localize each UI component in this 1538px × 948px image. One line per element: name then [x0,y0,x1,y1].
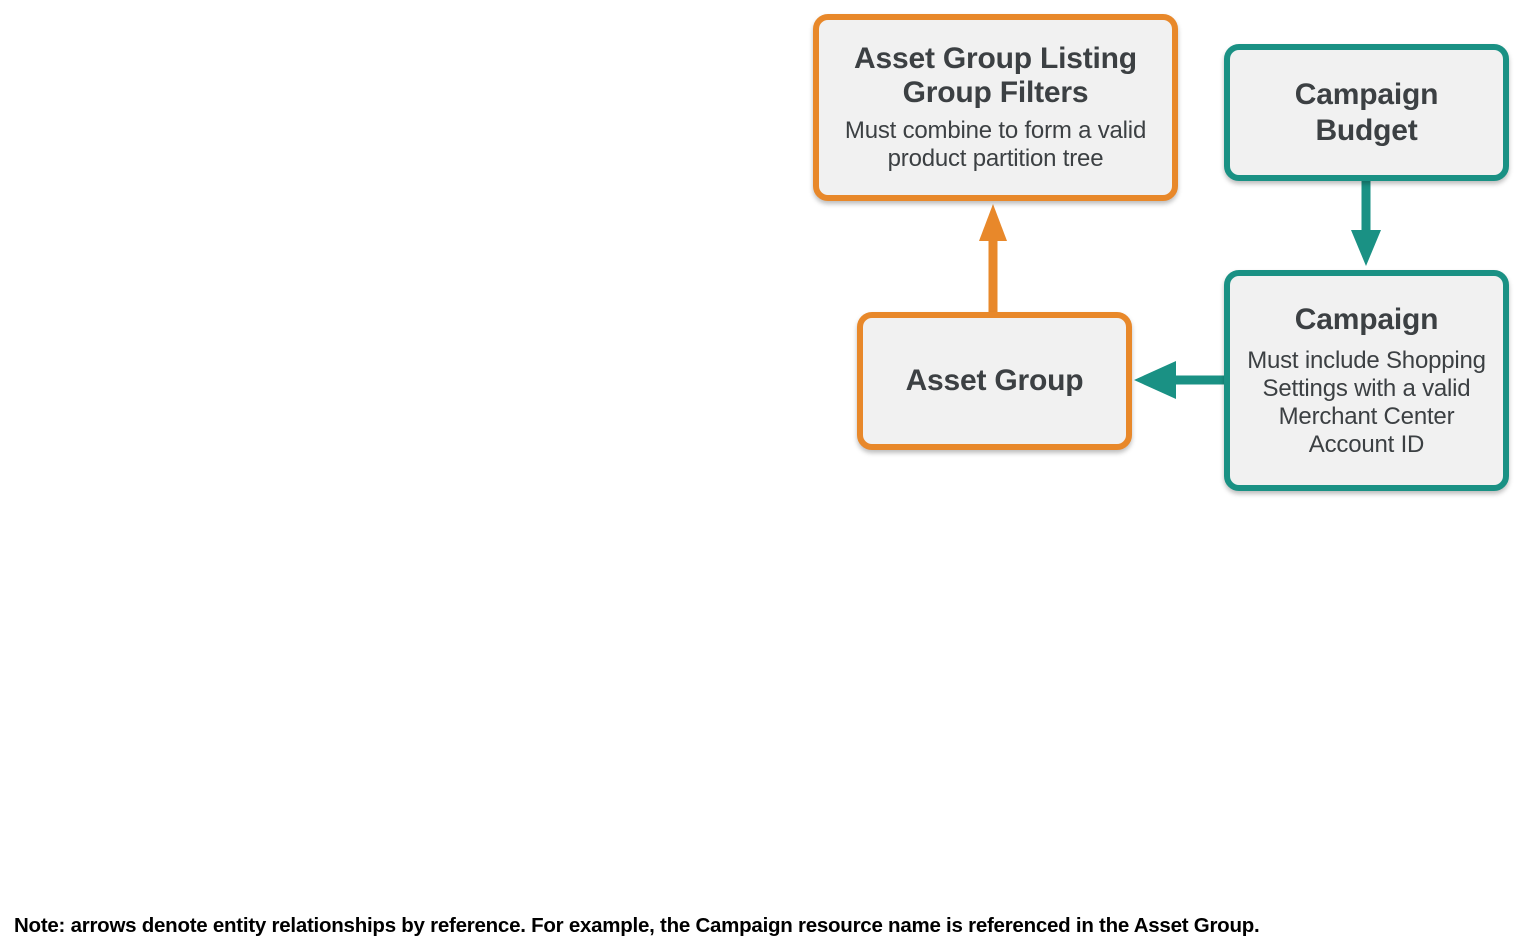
edge-campaign-budget-to-campaign [1351,181,1381,266]
node-title-asset-group: Asset Group [905,364,1084,398]
node-campaign[interactable]: Campaign Must include Shopping Settings … [1224,270,1509,491]
node-subtitle-campaign: Must include Shopping Settings with a va… [1247,347,1486,458]
diagram-note: Note: arrows denote entity relationships… [14,914,1260,937]
arrowhead-down-teal-icon [1351,230,1381,266]
node-campaign-budget[interactable]: Campaign Budget [1224,44,1509,181]
node-asset-group[interactable]: Asset Group [857,312,1132,450]
edge-campaign-to-asset-group [1134,361,1224,399]
node-subtitle-asset-group-listing-group-filters: Must combine to form a valid product par… [844,117,1147,172]
arrowhead-up-orange-icon [979,204,1007,241]
node-asset-group-listing-group-filters[interactable]: Asset Group Listing Group Filters Must c… [813,14,1178,201]
node-title-campaign-budget: Campaign Budget [1294,78,1439,147]
node-title-campaign: Campaign [1294,303,1439,337]
node-title-asset-group-listing-group-filters: Asset Group Listing Group Filters [854,42,1137,110]
edge-asset-group-to-listing-group-filters [979,204,1007,312]
arrowhead-left-teal-icon [1134,361,1176,399]
